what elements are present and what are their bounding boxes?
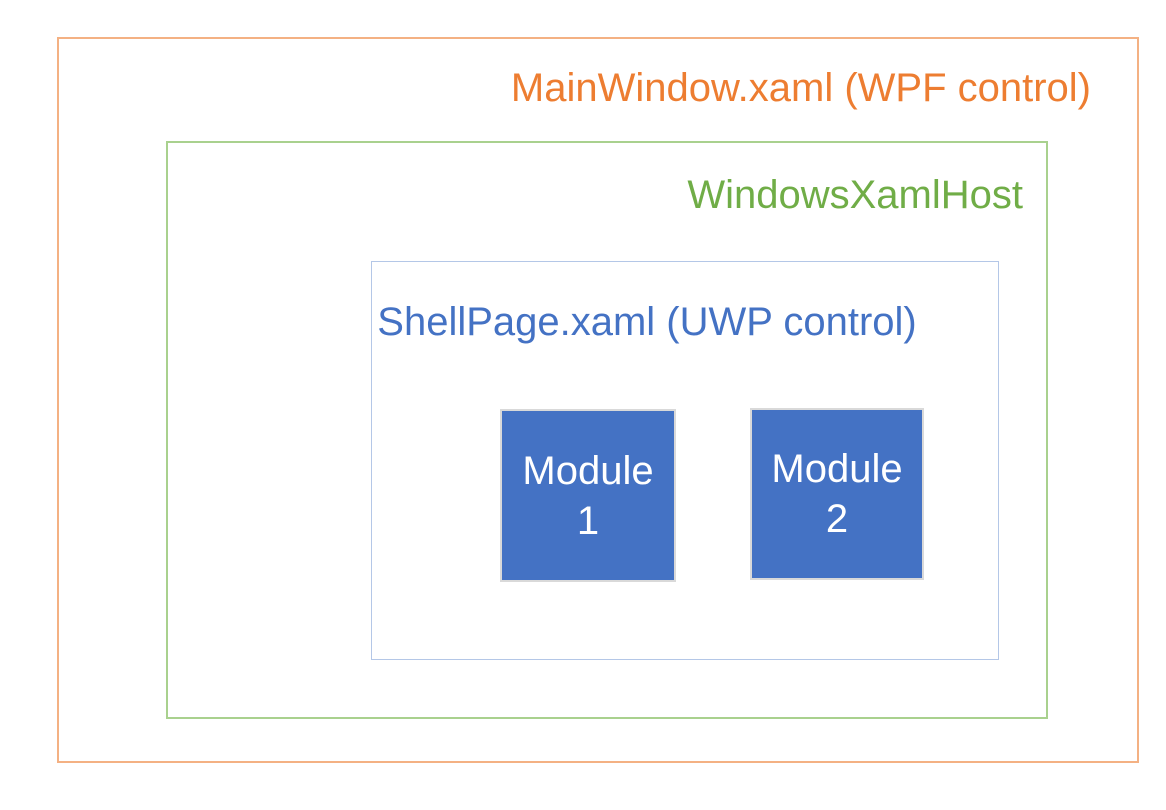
mainwindow-wpf-box: MainWindow.xaml (WPF control) WindowsXam… — [57, 37, 1139, 763]
module-1-box: Module 1 — [500, 409, 676, 582]
shellpage-uwp-box: ShellPage.xaml (UWP control) Module 1 Mo… — [371, 261, 999, 660]
windows-xaml-host-label: WindowsXamlHost — [687, 173, 1023, 217]
module-2-box: Module 2 — [750, 408, 924, 580]
module-1-number: 1 — [576, 498, 600, 543]
module-2-name: Module — [771, 447, 903, 491]
windows-xaml-host-box: WindowsXamlHost ShellPage.xaml (UWP cont… — [166, 141, 1048, 719]
mainwindow-wpf-label: MainWindow.xaml (WPF control) — [510, 66, 1091, 110]
shellpage-uwp-label: ShellPage.xaml (UWP control) — [377, 300, 917, 344]
module-1-name: Module — [522, 448, 654, 493]
module-2-number: 2 — [825, 497, 849, 541]
